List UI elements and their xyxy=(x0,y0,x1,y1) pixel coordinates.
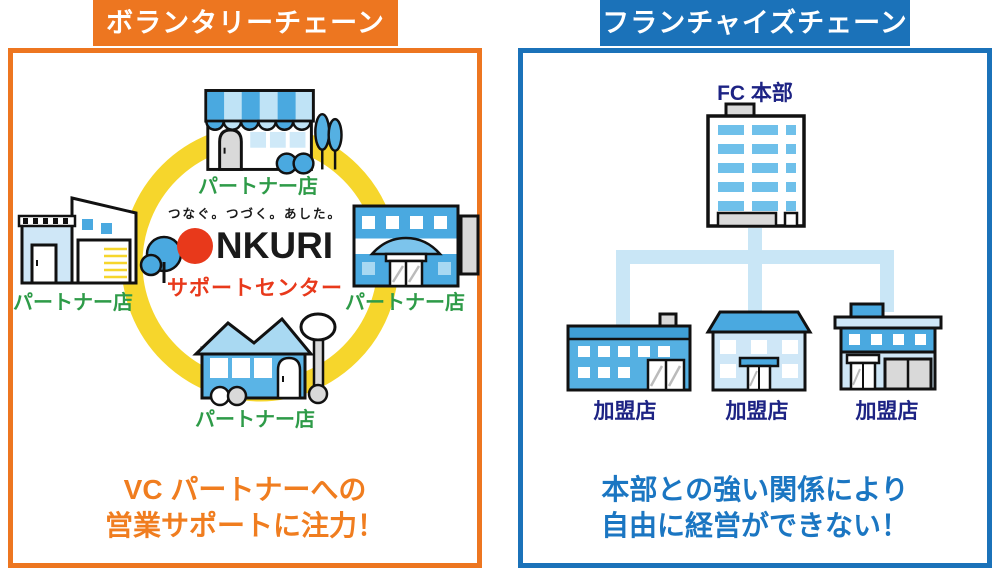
franchise-store-label-3: 加盟店 xyxy=(855,400,919,423)
partner-store-label-top: パートナー店 xyxy=(198,176,318,198)
connector-branch-right xyxy=(880,250,894,312)
franchise-store-label-1: 加盟店 xyxy=(593,400,657,423)
franchise-chain-header: フランチャイズチェーン xyxy=(600,0,910,46)
partner-store-garage-building-icon xyxy=(17,196,183,285)
logo-tagline: つなぐ。つづく。あした。 xyxy=(167,207,342,221)
partner-store-two-story-shop-icon xyxy=(352,204,480,288)
voluntary-chain-note: VC パートナーへの 営業サポートに注力！ xyxy=(33,472,457,544)
franchise-store-shop-icon xyxy=(833,302,943,391)
franchise-chain-note-line2: 自由に経営ができない！ xyxy=(600,510,909,541)
partner-store-label-left: パートナー店 xyxy=(13,292,133,314)
connector-branch-middle xyxy=(748,250,762,318)
connector-branch-left xyxy=(616,250,630,338)
franchise-chain-note: 本部との強い関係により 自由に経営ができない！ xyxy=(543,472,967,544)
franchise-chain-note-line1: 本部との強い関係により xyxy=(601,474,909,505)
support-center-logo: つなぐ。つづく。あした。 NKURI サポートセンター xyxy=(150,203,360,302)
franchise-store-house-icon xyxy=(705,310,813,392)
fc-headquarters-label: FC 本部 xyxy=(717,82,793,105)
logo-brand-row: NKURI xyxy=(150,225,360,267)
partner-store-awning-shop-icon xyxy=(204,89,343,175)
logo-brand-text: NKURI xyxy=(215,225,334,266)
franchise-store-flat-icon xyxy=(566,312,692,392)
voluntary-chain-note-line2: 営業サポートに注力！ xyxy=(104,510,385,541)
partner-store-house-icon xyxy=(192,312,337,407)
partner-store-label-bottom: パートナー店 xyxy=(195,409,315,431)
logo-subtitle: サポートセンター xyxy=(167,277,343,300)
franchise-store-label-2: 加盟店 xyxy=(725,400,789,423)
voluntary-chain-header: ボランタリーチェーン xyxy=(93,0,398,46)
logo-red-dot-icon xyxy=(176,228,213,264)
fc-headquarters-building-icon xyxy=(706,102,806,228)
partner-store-label-right: パートナー店 xyxy=(345,292,465,314)
voluntary-chain-note-line1: VC パートナーへの xyxy=(123,474,367,505)
